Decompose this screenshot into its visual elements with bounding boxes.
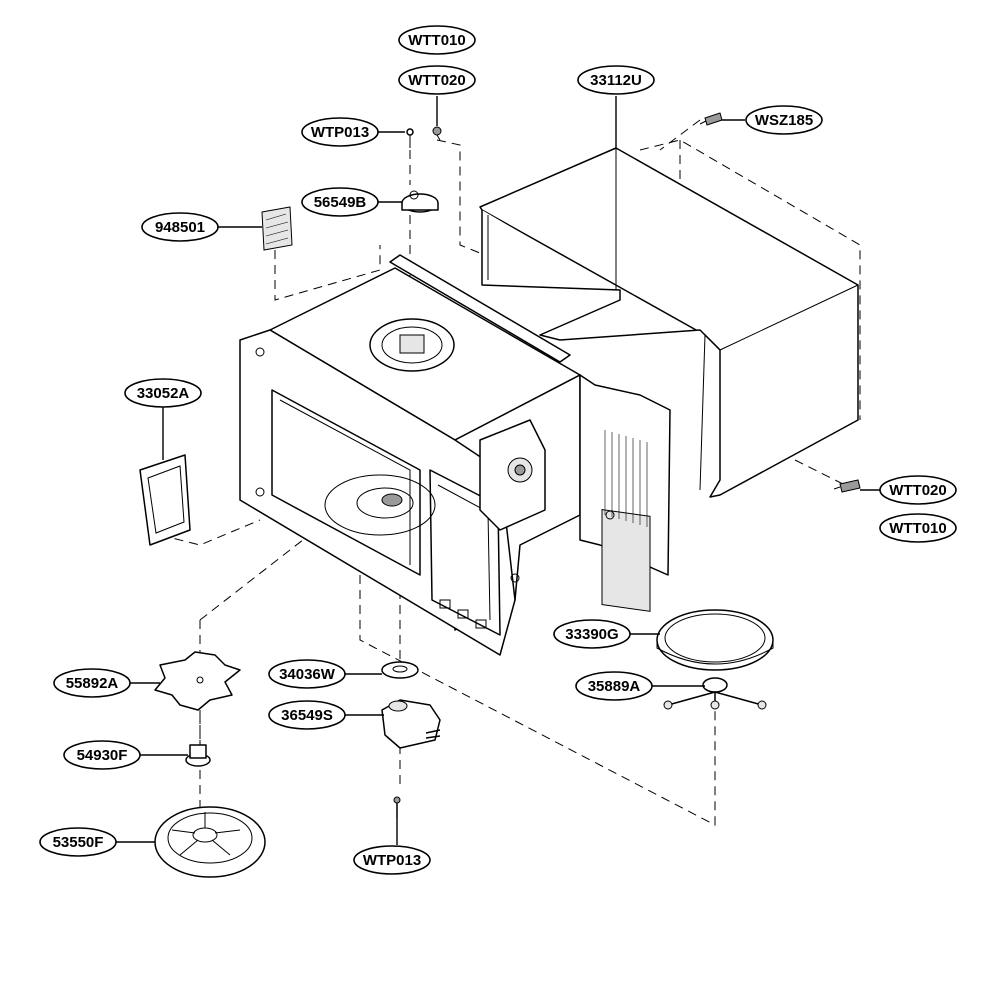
callout-label: 948501 (155, 219, 205, 236)
glass-tray-53550f (154, 806, 266, 878)
callout-wtt010-right: WTT010 (879, 513, 957, 543)
screw-wtt020-right (833, 479, 861, 493)
leader-lines (115, 96, 880, 845)
callout-label: 55892A (66, 675, 119, 692)
roller-ring-33390g (656, 609, 774, 671)
stirrer-motor-56549b (401, 190, 439, 213)
callout-55892a: 55892A (53, 668, 131, 698)
callout-label: WTP013 (311, 124, 369, 141)
callout-33390g: 33390G (553, 619, 631, 649)
coupler-35889a (663, 677, 767, 710)
washer-34036w (381, 661, 419, 679)
turntable-motor-36549s (381, 699, 441, 749)
screw-wtp013-top (406, 128, 414, 148)
callout-wtt010-top: WTT010 (398, 25, 476, 55)
callout-label: WTT010 (408, 32, 466, 49)
screw-wtp013-bottom (393, 796, 401, 818)
callout-label: 35889A (588, 678, 641, 695)
callout-label: WTT020 (408, 72, 466, 89)
callout-label: 36549S (281, 707, 333, 724)
callout-36549s: 36549S (268, 700, 346, 730)
callout-label: WTP013 (363, 852, 421, 869)
microwave-chassis (239, 254, 671, 656)
callout-33112u: 33112U (577, 65, 655, 95)
callout-label: 53550F (53, 834, 104, 851)
callout-label: 33112U (590, 72, 642, 89)
callout-34036w: 34036W (268, 659, 346, 689)
waveguide-cover-948501 (261, 206, 293, 251)
roller-guide-55892a (154, 651, 241, 711)
outer-case-cabinet (479, 147, 859, 498)
screw-wsz185 (699, 112, 723, 126)
shaft-54930f (185, 744, 211, 767)
callout-label: WSZ185 (755, 112, 813, 129)
callout-wsz185: WSZ185 (745, 105, 823, 135)
filter-33052a (139, 454, 191, 546)
callout-54930f: 54930F (63, 740, 141, 770)
callout-53550f: 53550F (39, 827, 117, 857)
callout-label: 33390G (565, 626, 618, 643)
callout-label: WTT020 (889, 482, 947, 499)
callout-35889a: 35889A (575, 671, 653, 701)
callout-wtp013-bottom: WTP013 (353, 845, 431, 875)
callout-wtp013-top: WTP013 (301, 117, 379, 147)
callout-label: 34036W (279, 666, 336, 683)
callout-wtt020-right: WTT020 (879, 475, 957, 505)
callout-label: WTT010 (889, 520, 947, 537)
callout-wtt020-top: WTT020 (398, 65, 476, 95)
callout-label: 54930F (77, 747, 128, 764)
callout-56549b: 56549B (301, 187, 379, 217)
callout-label: 56549B (314, 194, 367, 211)
callout-33052a: 33052A (124, 378, 202, 408)
vent-grille (604, 430, 648, 527)
callout-948501: 948501 (141, 212, 219, 242)
screw-wtt020-top (432, 126, 442, 141)
callout-label: 33052A (137, 385, 190, 402)
